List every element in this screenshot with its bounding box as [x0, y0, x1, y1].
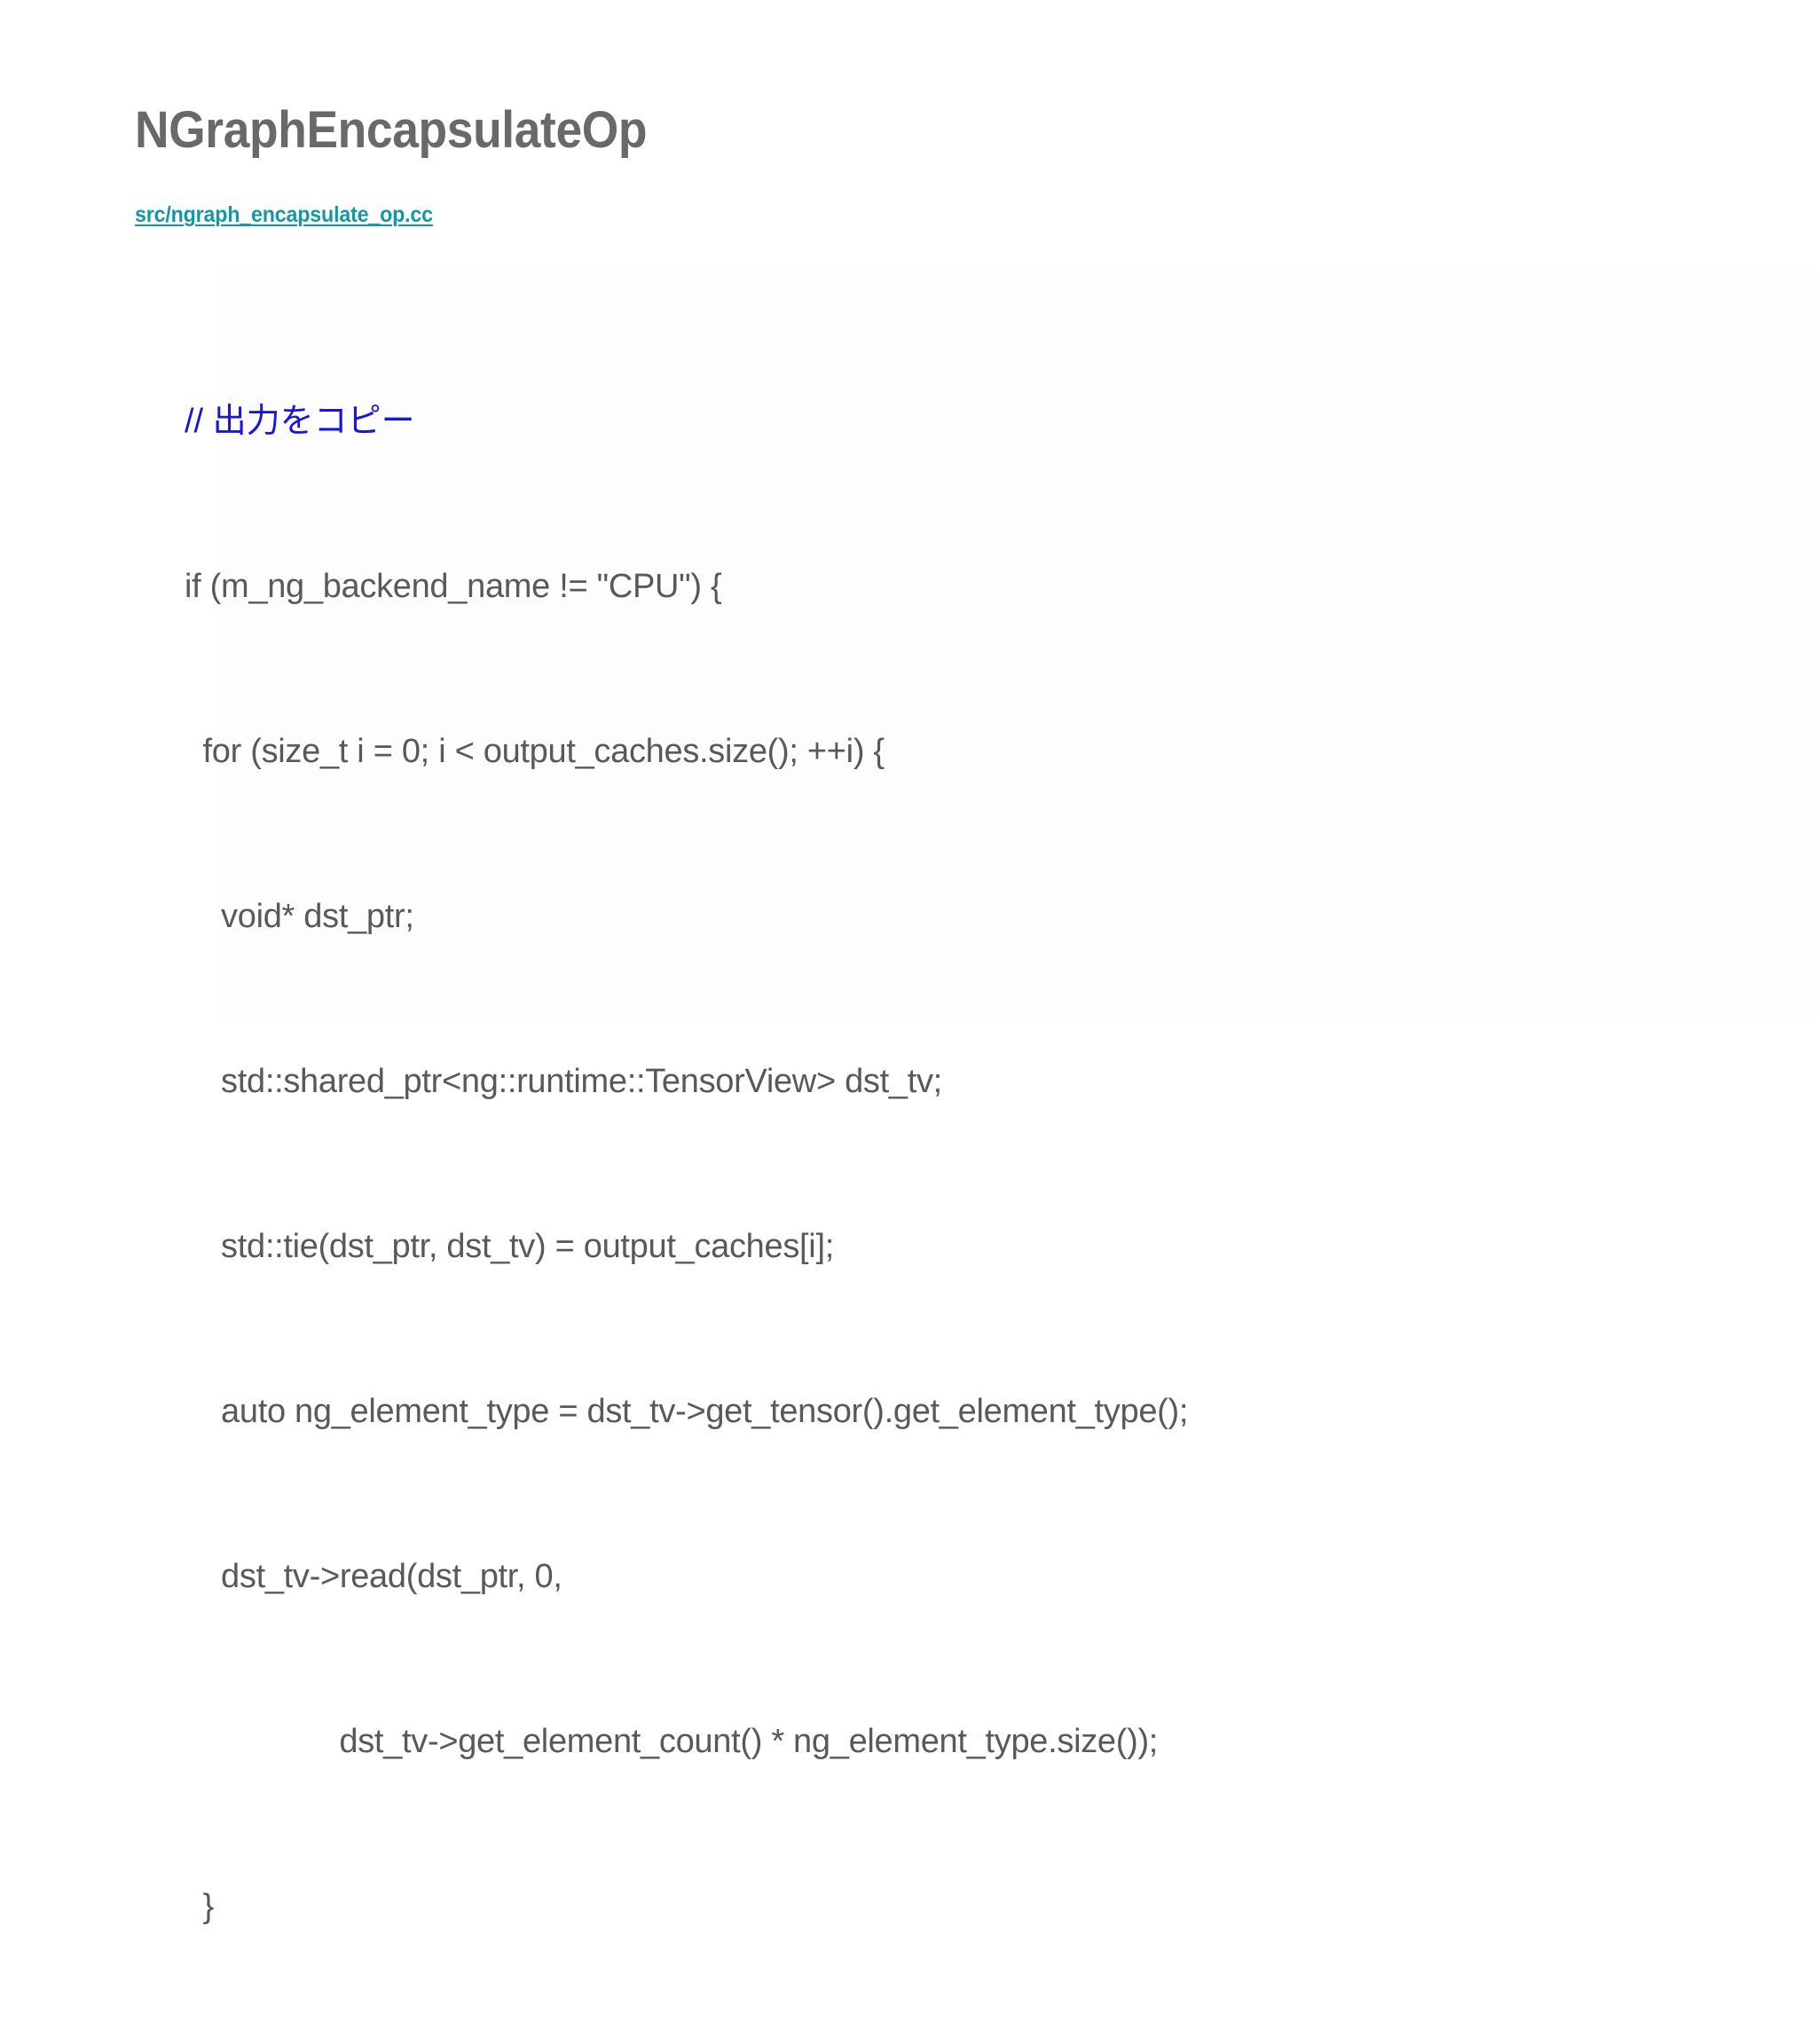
- code-line: dst_tv->read(dst_ptr, 0,: [185, 1558, 562, 1595]
- content-background-panel: [216, 266, 1817, 1022]
- code-line: if (m_ng_backend_name != "CPU") {: [185, 568, 722, 605]
- code-line: std::shared_ptr<ng::runtime::TensorView>…: [185, 1063, 942, 1100]
- source-file-link[interactable]: src/ngraph_encapsulate_op.cc: [135, 202, 433, 227]
- code-block: // 出力をコピー if (m_ng_backend_name != "CPU"…: [185, 284, 1188, 2044]
- code-line: auto ng_element_type = dst_tv->get_tenso…: [185, 1393, 1189, 1430]
- code-line: for (size_t i = 0; i < output_caches.siz…: [185, 733, 885, 770]
- code-line: std::tie(dst_ptr, dst_tv) = output_cache…: [185, 1228, 834, 1265]
- page-title: NGraphEncapsulateOp: [135, 100, 648, 159]
- code-line: void* dst_ptr;: [185, 898, 414, 935]
- code-line: }: [185, 1888, 215, 1925]
- code-line: // 出力をコピー: [185, 403, 415, 440]
- code-line: dst_tv->get_element_count() * ng_element…: [185, 1723, 1159, 1760]
